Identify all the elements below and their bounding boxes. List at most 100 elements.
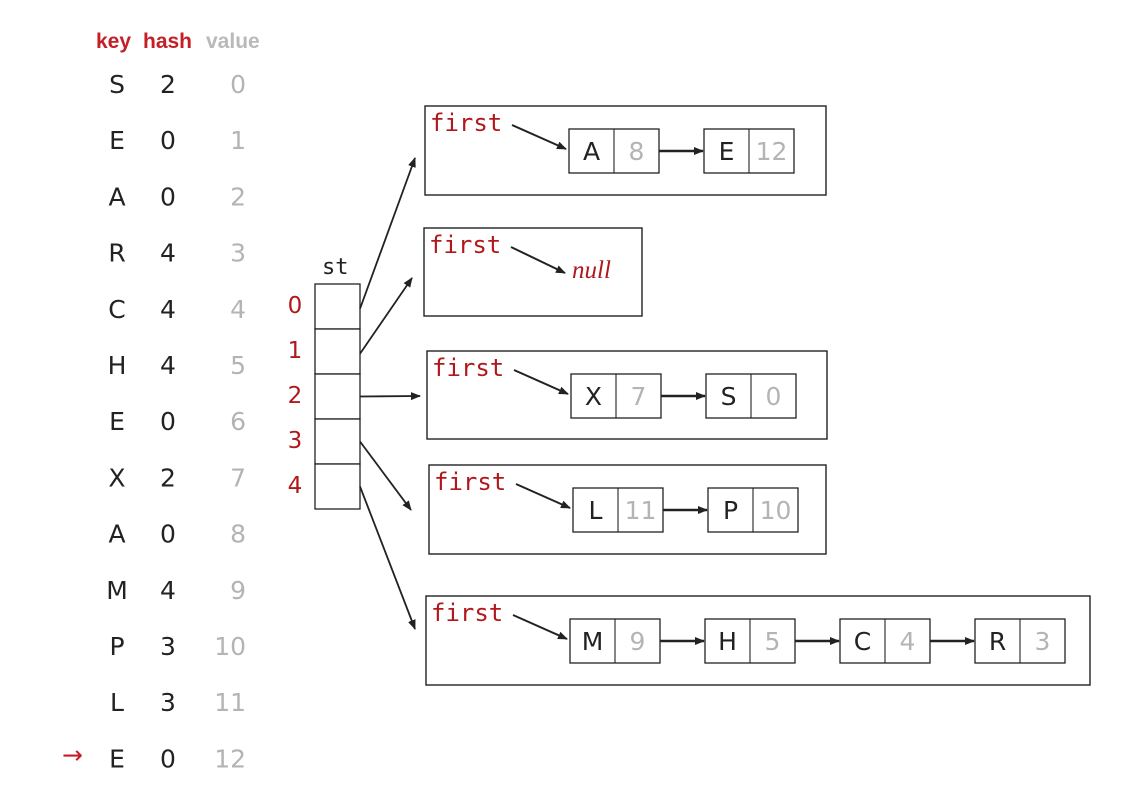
row-hash: 4: [160, 576, 176, 605]
node-key: A: [583, 137, 600, 166]
array-pointer-arrow: [359, 392, 421, 401]
list-node: P 10: [707, 487, 799, 533]
array-cell: [314, 463, 361, 510]
first-pointer-arrow: [513, 369, 569, 395]
list-node: E 12: [703, 128, 795, 174]
row-hash: 2: [160, 463, 176, 492]
row-key: E: [109, 407, 125, 436]
chain-box: [424, 105, 827, 196]
row-hash: 0: [160, 520, 176, 549]
row-key: A: [108, 520, 125, 549]
row-key: R: [108, 239, 125, 268]
node-key: H: [718, 627, 737, 656]
row-hash: 4: [160, 239, 176, 268]
node-key: S: [721, 382, 737, 411]
chain-box: [425, 595, 1091, 686]
node-value: 12: [756, 137, 788, 166]
row-key: A: [108, 182, 125, 211]
row-key: E: [109, 744, 125, 773]
chain-box: [428, 464, 827, 555]
row-hash: 4: [160, 351, 176, 380]
node-key: E: [719, 137, 735, 166]
node-value: 10: [760, 496, 792, 525]
node-key: P: [723, 496, 738, 525]
row-key: P: [109, 632, 124, 661]
first-label: first: [434, 468, 506, 496]
node-key: M: [582, 627, 604, 656]
array-label: st: [322, 255, 349, 280]
array-index: 0: [288, 293, 303, 319]
first-pointer-arrow: [515, 483, 571, 509]
row-hash: 0: [160, 126, 176, 155]
node-key: X: [585, 382, 602, 411]
node-value: 5: [765, 627, 781, 656]
node-value: 8: [629, 137, 645, 166]
chain-1: first null: [423, 227, 643, 317]
array-pointer-arrow: [359, 440, 412, 511]
row-key: H: [108, 351, 127, 380]
first-pointer-arrow: [510, 246, 566, 274]
row-value: 8: [230, 520, 246, 549]
row-key: C: [108, 295, 125, 324]
chain-box: [426, 350, 828, 440]
array-cell: [314, 418, 361, 465]
first-pointer-arrow: [511, 124, 567, 150]
row-value: 6: [230, 407, 246, 436]
row-key: E: [109, 126, 125, 155]
row-key: M: [106, 576, 128, 605]
row-key: L: [110, 688, 124, 717]
row-hash: 3: [160, 688, 176, 717]
array-index: 4: [288, 473, 303, 499]
row-hash: 0: [160, 182, 176, 211]
null-label: null: [572, 257, 611, 284]
array-cell: [314, 283, 361, 330]
current-row-arrow-icon: →: [62, 740, 83, 769]
row-hash: 0: [160, 407, 176, 436]
array-pointer-arrow: [359, 277, 413, 355]
node-value: 3: [1035, 627, 1051, 656]
node-value: 7: [631, 382, 647, 411]
array-index: 2: [288, 383, 303, 409]
row-value: 12: [214, 744, 246, 773]
chain-box: [423, 227, 643, 317]
header-key: key: [96, 30, 131, 53]
node-key: L: [589, 496, 603, 525]
array-cell: [314, 328, 361, 375]
header-hash: hash: [143, 30, 192, 53]
row-hash: 0: [160, 744, 176, 773]
first-pointer-arrow: [512, 614, 568, 640]
array-cell: [314, 373, 361, 420]
row-value: 10: [214, 632, 246, 661]
row-value: 1: [230, 126, 246, 155]
row-value: 11: [214, 688, 246, 717]
row-value: 3: [230, 239, 246, 268]
row-value: 0: [230, 70, 246, 99]
node-key: C: [854, 627, 871, 656]
row-value: 4: [230, 295, 246, 324]
row-value: 7: [230, 463, 246, 492]
array-pointer-arrow: [359, 157, 416, 310]
array-index: 1: [288, 338, 303, 364]
row-value: 2: [230, 182, 246, 211]
row-value: 9: [230, 576, 246, 605]
row-value: 5: [230, 351, 246, 380]
node-key: R: [989, 627, 1006, 656]
header-value: value: [206, 30, 260, 53]
first-label: first: [430, 109, 502, 137]
row-key: X: [108, 463, 125, 492]
first-label: first: [429, 231, 501, 259]
